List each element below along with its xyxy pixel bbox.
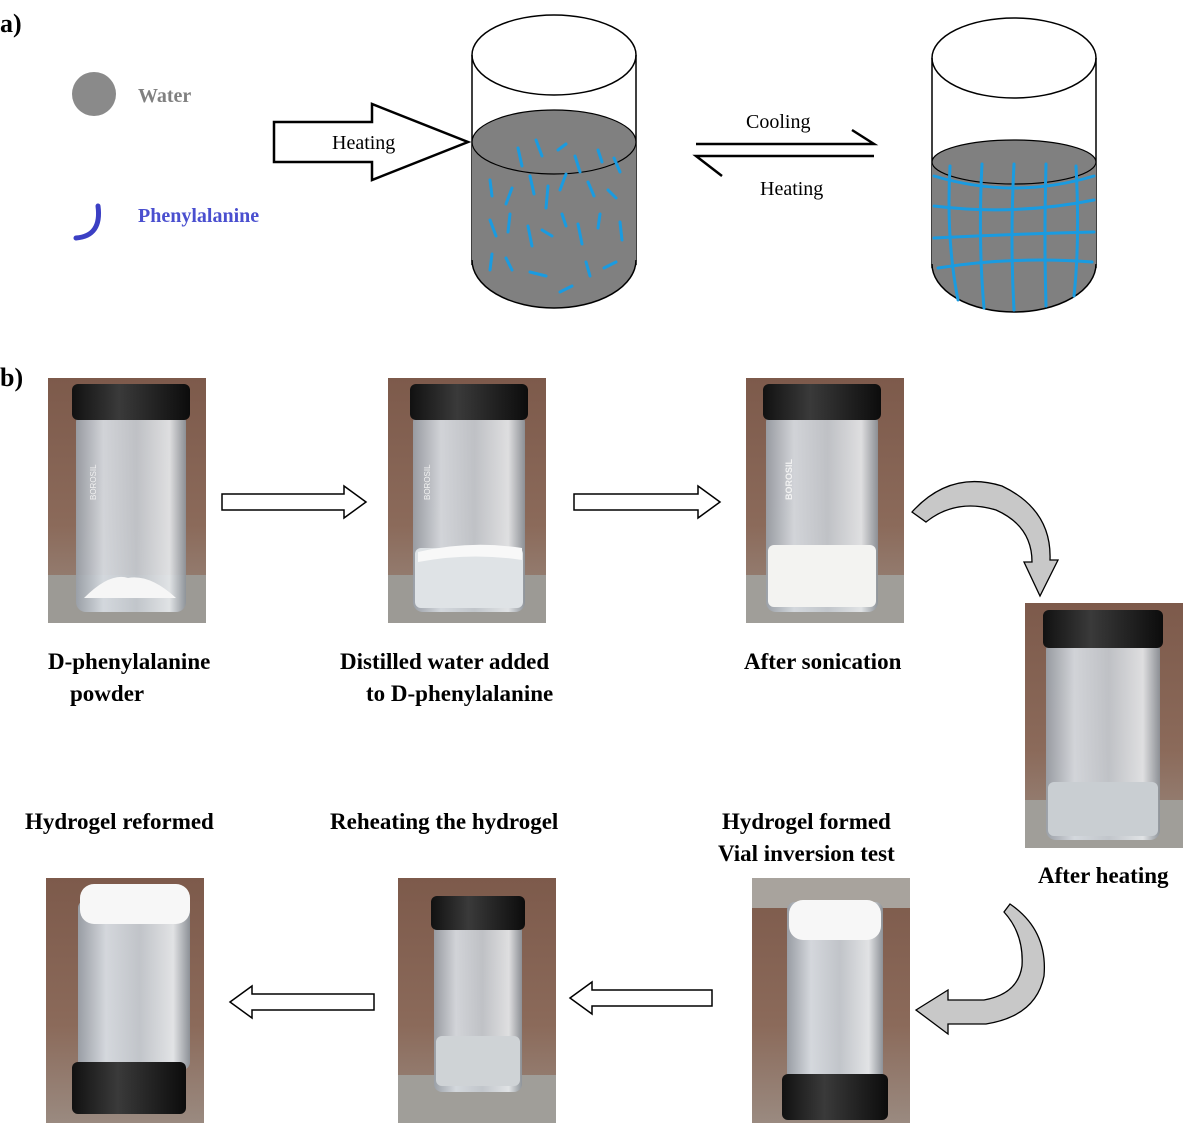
caption-water-added: Distilled water added to D-phenylalanine bbox=[340, 649, 555, 706]
panel-a-label: a) bbox=[0, 9, 22, 38]
liquefied-gel bbox=[436, 1036, 520, 1086]
vial-photo-water-added: BOROSIL bbox=[388, 378, 546, 623]
milky-suspension bbox=[768, 545, 876, 607]
water-legend-label: Water bbox=[138, 85, 191, 107]
beaker-gel bbox=[931, 17, 1097, 313]
clear-solution bbox=[1048, 782, 1158, 836]
vial-photo-sonication: BOROSIL bbox=[746, 378, 904, 623]
step-captions: D-phenylalanine powder Distilled water a… bbox=[25, 649, 1169, 888]
panel-b-label: b) bbox=[0, 363, 23, 392]
reheating-arrow bbox=[692, 154, 874, 177]
reheating-label: Heating bbox=[760, 178, 823, 200]
vial-photo-powder: BOROSIL bbox=[48, 378, 206, 623]
vial-brand-text: BOROSIL bbox=[89, 464, 98, 500]
water-layer bbox=[415, 548, 523, 608]
fibre-network bbox=[932, 162, 1096, 312]
curved-arrow-sonication-to-heating bbox=[911, 480, 1060, 598]
caption-reformed: Hydrogel reformed bbox=[25, 809, 214, 834]
beaker-gel-liquid bbox=[932, 162, 1096, 312]
beaker-solution bbox=[471, 14, 637, 309]
dispersed-fibres bbox=[488, 138, 624, 294]
arrow-step-2-3 bbox=[573, 484, 722, 520]
process-arrows bbox=[221, 484, 722, 1020]
gel-plug bbox=[80, 884, 190, 924]
caption-heating: After heating bbox=[1038, 863, 1169, 888]
gel-plug bbox=[789, 900, 881, 940]
vial-photo-reheating bbox=[398, 878, 556, 1123]
cooling-arrow bbox=[696, 128, 879, 146]
phenylalanine-legend-mark bbox=[73, 203, 102, 241]
arrow-step-5-6 bbox=[568, 980, 713, 1016]
beaker-solution-liquid bbox=[472, 142, 636, 308]
curved-arrow-heating-to-gel bbox=[914, 903, 1046, 1036]
arrow-step-6-7 bbox=[228, 984, 375, 1020]
heating-arrow: Heating bbox=[272, 102, 472, 182]
phenylalanine-legend-label: Phenylalanine bbox=[138, 205, 259, 227]
heating-arrow-label: Heating bbox=[332, 132, 395, 154]
legend: Water Phenylalanine bbox=[72, 72, 259, 241]
powder bbox=[84, 576, 176, 598]
vial-photo-inverted bbox=[752, 878, 910, 1123]
vial-brand-text: BOROSIL bbox=[423, 464, 432, 500]
vial-cap bbox=[72, 384, 190, 420]
beaker-solution-rim bbox=[471, 14, 637, 96]
vial-brand-text: BOROSIL bbox=[784, 458, 794, 500]
caption-sonication: After sonication bbox=[744, 649, 902, 674]
caption-powder: D-phenylalanine powder bbox=[48, 649, 216, 706]
caption-gel-formed: Hydrogel formed Vial inversion test bbox=[718, 809, 897, 866]
heating-arrow-shape bbox=[272, 102, 472, 182]
beaker-gel-rim bbox=[931, 17, 1097, 99]
water-legend-dot bbox=[72, 72, 116, 116]
vial-photo-heating bbox=[1025, 603, 1183, 848]
vial-photo-reformed bbox=[46, 878, 204, 1123]
caption-reheating: Reheating the hydrogel bbox=[330, 809, 558, 834]
arrow-step-1-2 bbox=[221, 484, 368, 520]
equilibrium-arrows: Cooling Heating bbox=[692, 111, 879, 200]
cooling-label: Cooling bbox=[746, 111, 810, 133]
curved-arrows bbox=[911, 480, 1060, 1036]
